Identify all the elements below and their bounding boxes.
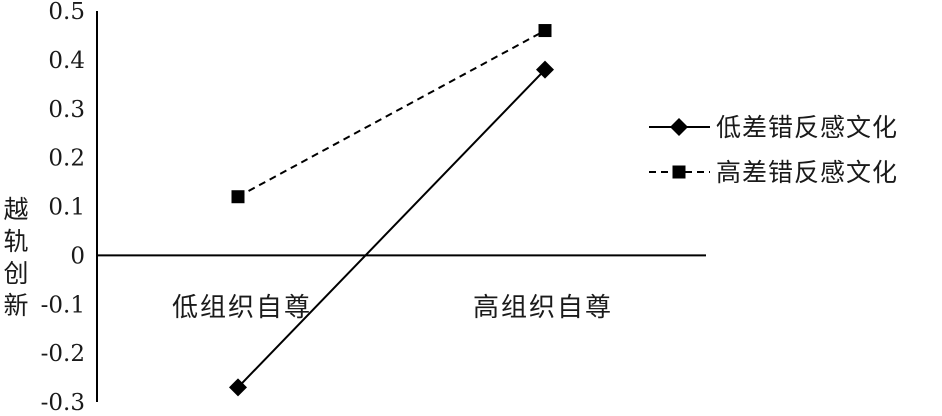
series-line <box>237 68 546 389</box>
series <box>231 24 552 204</box>
x-category-label: 高组织自尊 <box>473 293 613 323</box>
y-axis-label-char: 轨 <box>3 227 28 256</box>
category-labels: 低组织自尊 高组织自尊 <box>172 293 613 323</box>
y-tick-label: 0.3 <box>48 97 85 123</box>
y-tick-label: 0.5 <box>48 0 85 25</box>
legend-label: 高差错反感文化 <box>716 158 898 187</box>
legend-label: 低差错反感文化 <box>716 113 898 142</box>
y-tick-labels: 0.5 0.4 0.3 0.2 0.1 0 -0.1 -0.2 -0.3 <box>41 0 85 416</box>
x-category-label: 低组织自尊 <box>172 293 312 323</box>
y-tick-label: 0.4 <box>48 48 85 74</box>
series <box>229 60 554 397</box>
y-tick-label: -0.3 <box>41 390 85 416</box>
y-axis-label-char: 创 <box>3 259 28 288</box>
y-axis-label-char: 越 <box>3 195 28 224</box>
y-tick-label: 0 <box>70 243 85 269</box>
data-point-diamond <box>670 118 688 136</box>
y-tick-label: 0.2 <box>48 146 85 172</box>
y-axis-label-char: 新 <box>3 291 28 320</box>
data-point-square <box>538 24 552 38</box>
data-point-diamond <box>229 378 247 397</box>
y-tick-label: 0.1 <box>48 195 85 221</box>
data-point-square <box>231 190 245 204</box>
y-tick-label: -0.2 <box>41 341 85 367</box>
legend-item: 低差错反感文化 <box>649 113 898 142</box>
y-tick-label: -0.1 <box>41 292 85 318</box>
series-group <box>229 24 554 397</box>
data-point-square <box>672 165 686 179</box>
series-line <box>237 29 546 198</box>
axes <box>96 11 706 402</box>
data-point-diamond <box>536 60 554 79</box>
legend-item: 高差错反感文化 <box>649 158 898 187</box>
